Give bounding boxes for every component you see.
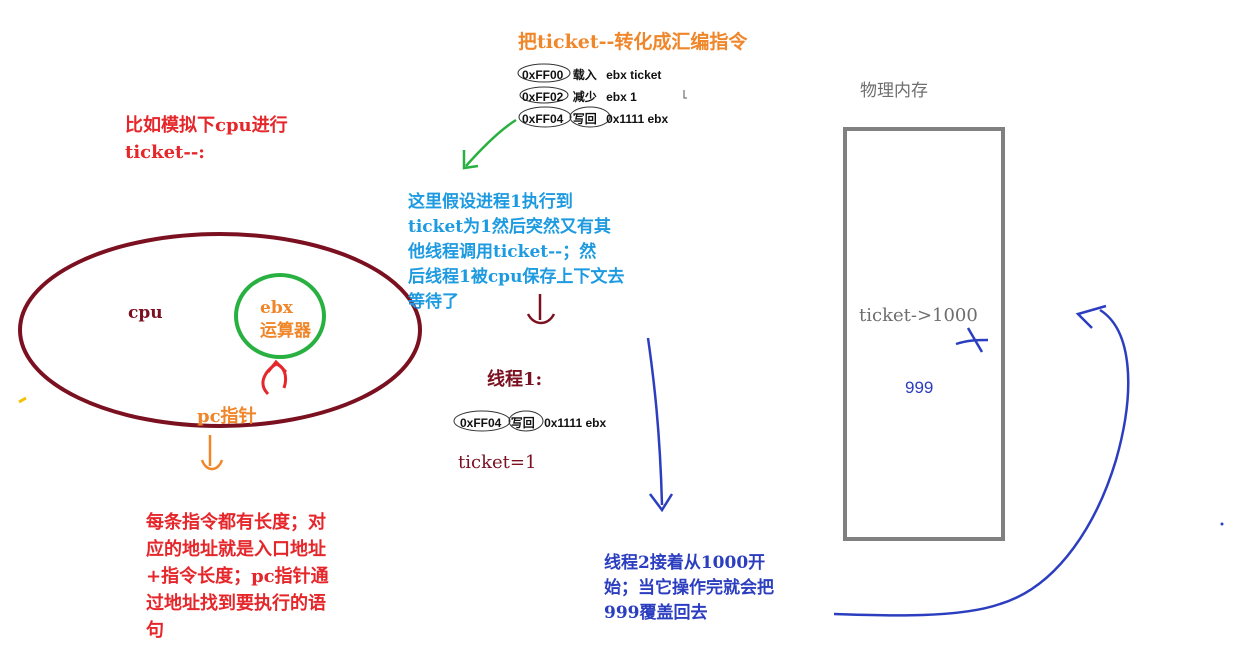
strike-mark — [955, 327, 989, 353]
thread2-note-line-1: 线程2接着从1000开 — [604, 553, 766, 573]
instruction-1-args: ebx ticket — [606, 68, 662, 82]
context-note-line-5: 等待了 — [408, 292, 459, 312]
context-note-line-4: 后线程1被cpu保存上下文去 — [408, 267, 625, 287]
instruction-2-addr: 0xFF02 — [522, 90, 564, 104]
pc-note-line-2: 应的地址就是入口地址 — [146, 539, 326, 560]
addr-oval-1 — [517, 63, 571, 83]
bracket-mark — [683, 90, 687, 99]
thread1-addr-oval — [453, 410, 511, 432]
op-oval-3 — [569, 106, 611, 128]
pc-to-ebx-arrowhead — [266, 359, 288, 374]
instruction-1: 0xFF00 载入 ebx ticket — [522, 66, 667, 83]
thread2-note-line-3: 999覆盖回去 — [604, 603, 708, 623]
instruction-2-op: 减少 — [572, 90, 597, 104]
pc-note-line-5: 句 — [146, 620, 164, 641]
instruction-3-op: 写回 — [572, 112, 597, 126]
context-switch-note: 这里假设进程1执行到 ticket为1然后突然又有其 他线程调用ticket--… — [408, 190, 624, 315]
thread1-instruction-op: 写回 — [510, 416, 535, 430]
context-note-line-1: 这里假设进程1执行到 — [408, 192, 573, 212]
intro-line-1: 比如模拟下cpu进行 — [125, 115, 288, 136]
thread1-op-oval — [508, 410, 544, 432]
blue-down-arrowhead — [649, 493, 674, 513]
darkred-arrow — [526, 294, 556, 325]
blue-down-arrow — [646, 337, 664, 506]
cpu-label: cpu — [128, 303, 163, 323]
pc-note-line-1: 每条指令都有长度；对 — [146, 512, 326, 533]
instruction-3-args: 0x1111 ebx — [606, 112, 669, 126]
thread1-instruction-addr: 0xFF04 — [460, 416, 502, 430]
context-note-line-2: ticket为1然后突然又有其 — [408, 217, 611, 237]
return-arrow — [833, 308, 1130, 617]
memory-title: 物理内存 — [860, 81, 928, 100]
green-arrowhead — [462, 150, 479, 170]
cpu-ellipse — [18, 232, 422, 428]
instruction-1-addr: 0xFF00 — [522, 68, 564, 82]
pc-note-line-4: 过地址找到要执行的语 — [146, 593, 326, 614]
context-note-line-3: 他线程调用ticket--；然 — [408, 242, 597, 262]
return-arrowhead — [1075, 304, 1107, 329]
thread1-instruction: 0xFF04 写回 0x1111 ebx — [460, 414, 612, 431]
dot-mark — [1220, 522, 1224, 526]
pc-note-line-3: +指令长度；pc指针通 — [146, 566, 329, 587]
thread1-instruction-args: 0x1111 ebx — [544, 416, 607, 430]
pc-explanation-note: 每条指令都有长度；对 应的地址就是入口地址 +指令长度；pc指针通 过地址找到要… — [146, 509, 329, 644]
instruction-3: 0xFF04 写回 0x1111 ebx — [522, 110, 674, 127]
ebx-circle — [234, 273, 326, 359]
thread1-label: 线程1: — [487, 369, 543, 390]
yellow-mark — [18, 396, 27, 404]
green-arrow — [465, 118, 517, 167]
instruction-3-addr: 0xFF04 — [522, 112, 564, 126]
addr-oval-2 — [519, 86, 569, 104]
instruction-2-args: ebx 1 — [606, 90, 637, 104]
intro-line-2: ticket--: — [125, 142, 205, 163]
instruction-1-op: 载入 — [572, 68, 597, 82]
thread1-ticket-value: ticket=1 — [458, 452, 537, 473]
memory-new-value: 999 — [905, 378, 934, 397]
addr-oval-3 — [518, 106, 572, 128]
memory-box — [843, 127, 1005, 541]
thread2-note-line-2: 始；当它操作完就会把 — [604, 578, 774, 598]
memory-ticket-value: ticket->1000 — [859, 305, 978, 326]
instruction-2: 0xFF02 减少 ebx 1 — [522, 88, 643, 105]
thread2-note: 线程2接着从1000开 始；当它操作完就会把 999覆盖回去 — [604, 551, 774, 626]
intro-note: 比如模拟下cpu进行 ticket--: — [125, 112, 288, 166]
ebx-label-line-2: 运算器 — [260, 321, 311, 341]
diagram-title: 把ticket--转化成汇编指令 — [518, 31, 748, 53]
pc-down-arrow — [200, 435, 224, 471]
ebx-label: ebx 运算器 — [260, 297, 311, 343]
ebx-label-line-1: ebx — [260, 298, 293, 318]
pc-label: pc指针 — [197, 406, 257, 427]
